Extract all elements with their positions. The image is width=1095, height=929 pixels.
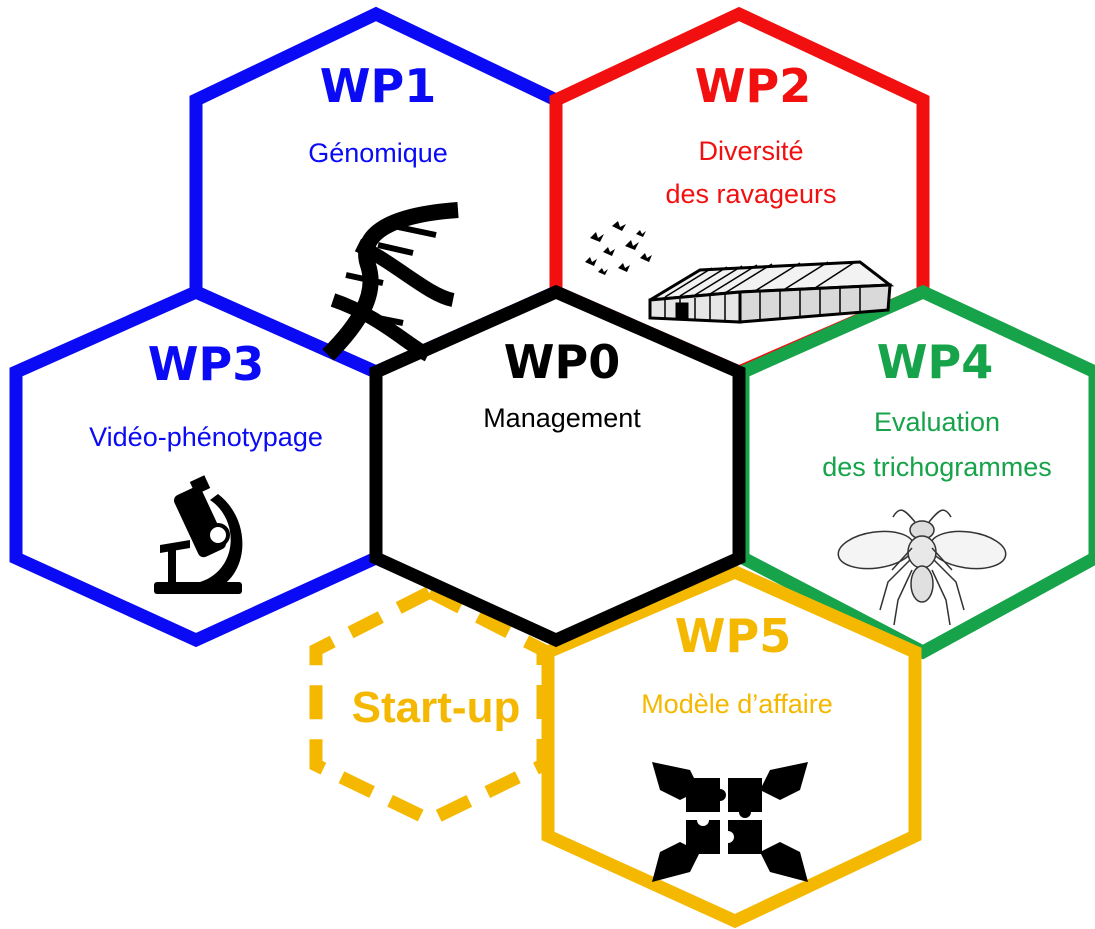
hexagon-wp0 xyxy=(369,284,746,648)
wp4-title: WP4 xyxy=(877,335,993,389)
hexagon-startup xyxy=(309,584,550,828)
dna-icon xyxy=(322,202,459,362)
wp5-title: WP5 xyxy=(675,609,791,663)
wp3-title: WP3 xyxy=(148,337,264,391)
wp2-subtitle-line2: des ravageurs xyxy=(665,179,836,209)
wp0-title: WP0 xyxy=(504,335,620,389)
wp2-subtitle-line1: Diversité xyxy=(698,136,803,166)
wp1-subtitle: Génomique xyxy=(308,138,448,168)
wp2-title: WP2 xyxy=(695,59,811,113)
startup-label: Start-up xyxy=(352,683,521,732)
wp4-subtitle-line1: Evaluation xyxy=(874,407,1000,437)
wp0-subtitle: Management xyxy=(483,403,641,433)
puzzle-hands-icon xyxy=(652,762,808,882)
greenhouse-icon xyxy=(585,221,895,324)
wp3-subtitle: Vidéo-phénotypage xyxy=(89,422,323,452)
wp1-title: WP1 xyxy=(320,59,436,113)
wp5-subtitle: Modèle d’affaire xyxy=(641,689,833,719)
microscope-icon xyxy=(154,475,243,594)
wasp-icon xyxy=(837,509,1007,626)
wp4-subtitle-line2: des trichogrammes xyxy=(822,452,1052,482)
